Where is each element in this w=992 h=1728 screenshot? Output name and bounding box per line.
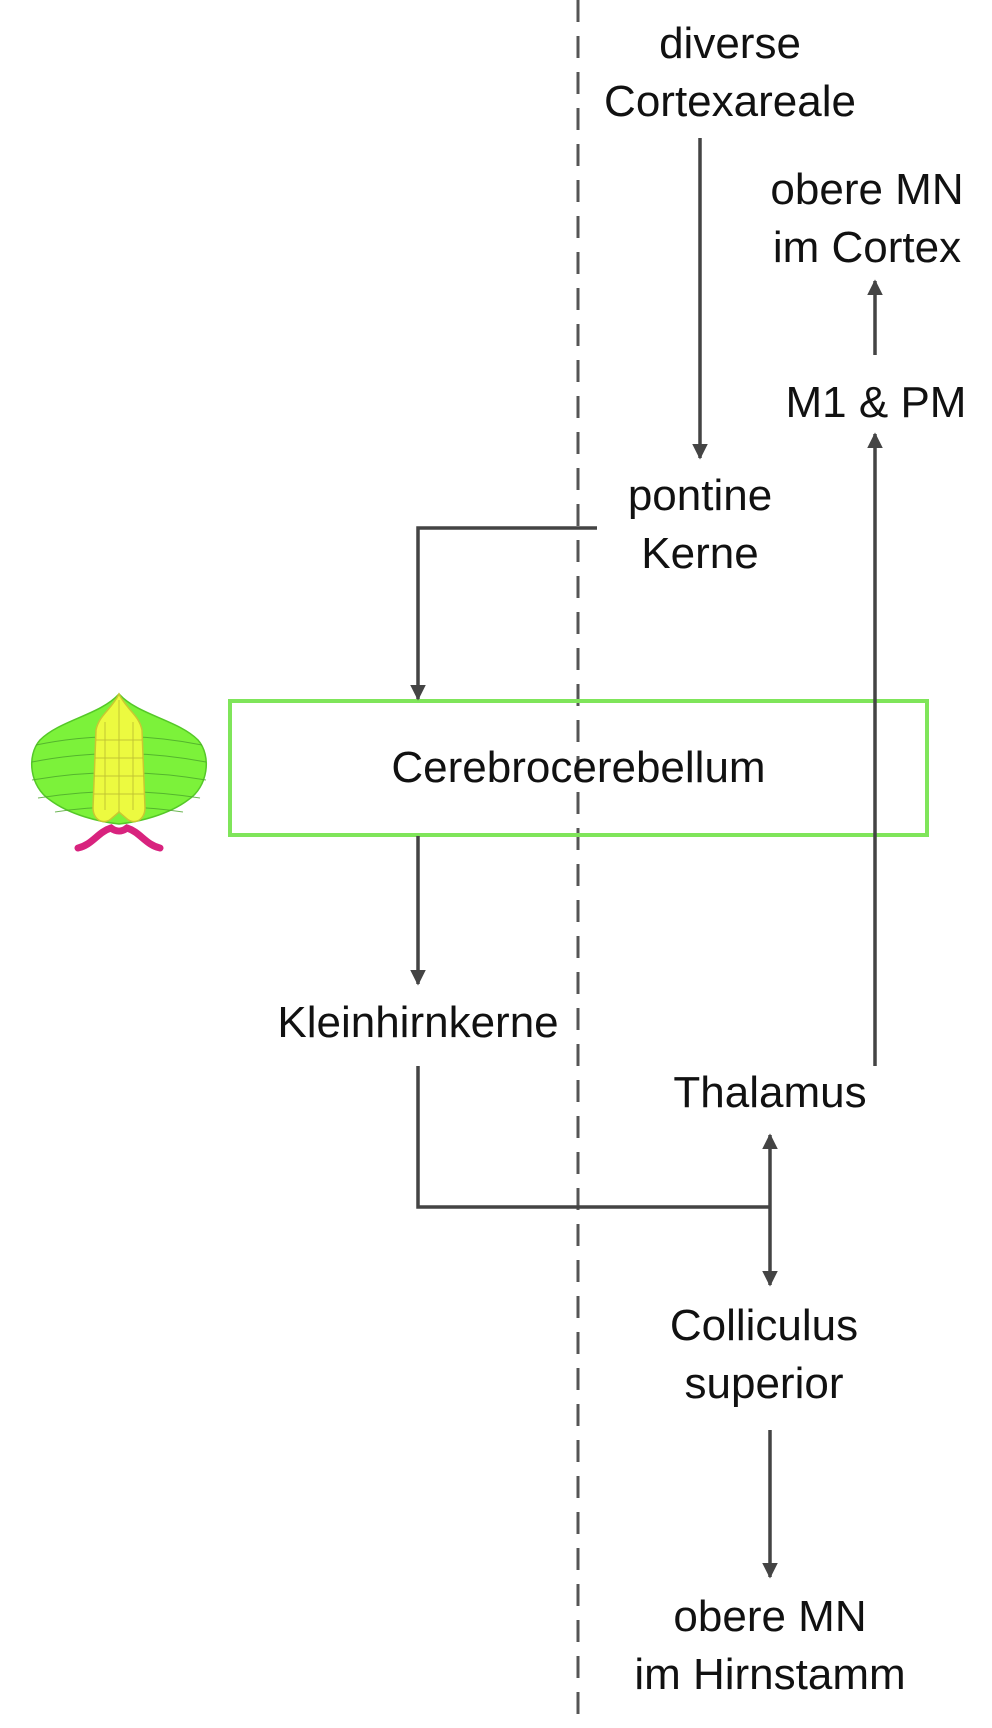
cerebrocerebellum-box — [228, 699, 929, 837]
node-colliculus-line2: superior — [684, 1359, 844, 1408]
node-upper-mn-cortex: obere MN im Cortex — [742, 161, 992, 277]
node-colliculus-line1: Colliculus — [669, 1301, 859, 1350]
node-cortex-areas-line2: Cortexareale — [604, 77, 856, 126]
node-pontine-nuclei: pontine Kerne — [580, 467, 820, 583]
node-colliculus: Colliculus superior — [634, 1297, 894, 1413]
node-cerebrocerebellum-label: Cerebrocerebellum — [391, 743, 766, 792]
node-cerebrocerebellum: Cerebrocerebellum — [230, 739, 927, 797]
node-m1-pm: M1 & PM — [760, 374, 992, 432]
node-m1-pm-line1: M1 & PM — [785, 378, 967, 427]
arrow-pontine-to-cerebellum — [410, 526, 597, 701]
node-deep-nuclei: Kleinhirnkerne — [238, 994, 598, 1052]
node-upper-mn-brainstem-line1: obere MN — [673, 1592, 867, 1641]
node-pontine-line2: Kerne — [641, 529, 759, 578]
node-upper-mn-brainstem-line2: im Hirnstamm — [634, 1650, 906, 1699]
node-upper-mn-brainstem: obere MN im Hirnstamm — [600, 1588, 940, 1704]
node-upper-mn-cortex-line1: obere MN — [770, 165, 964, 214]
node-thalamus-label: Thalamus — [673, 1068, 867, 1117]
node-cortex-areas-line1: diverse — [659, 19, 801, 68]
node-thalamus: Thalamus — [640, 1064, 900, 1122]
node-deep-nuclei-label: Kleinhirnkerne — [277, 998, 559, 1047]
node-upper-mn-cortex-line2: im Cortex — [772, 223, 962, 272]
cerebellum-icon — [31, 692, 207, 852]
line-nuclei-to-junction — [416, 1066, 770, 1209]
node-cortex-areas: diverse Cortexareale — [580, 15, 880, 131]
node-pontine-line1: pontine — [627, 471, 773, 520]
